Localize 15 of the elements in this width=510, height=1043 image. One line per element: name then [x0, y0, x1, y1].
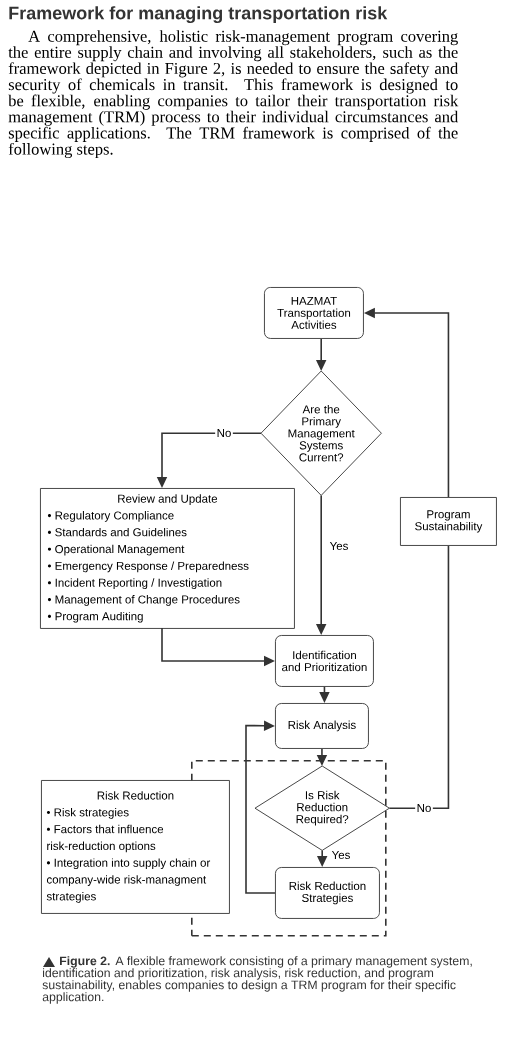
list-box: Review and Update • Regulatory Compliance • Standards and Guidelines • Operational Management • Emergency Response / Preparedness • Incident Reporting / Investigation • Management of Change Procedures • Program Auditing: [40, 488, 295, 629]
body-paragraph: A comprehensive, holistic risk-management program covering the entire supply chain and involving all stakeholders, such as the framework depicted in Figure 2, is needed to ensure the safety and security of chemicals in transit. This framework is designed to be flexible, enabling companies to tailor their transportation risk management (TRM) process to their individual circumstances and specific applications. The TRM framework is comprised of the following steps.: [8, 30, 459, 159]
process-box: HAZMAT Transportation Activities: [264, 287, 364, 339]
edge-label: No: [415, 802, 433, 814]
arrow: [245, 720, 276, 894]
process-box: Program Sustainability: [400, 497, 497, 546]
edge-label: Yes: [330, 849, 352, 861]
list-box: Risk Reduction • Risk strategies • Factors that influence risk-reduction options • Integration into supply chain or company-wide risk-managment strategies: [41, 780, 230, 914]
process-box: Identification and Prioritization: [275, 635, 374, 687]
heading: Framework for managing transportation risk: [9, 6, 388, 24]
edge-label: Yes: [328, 540, 350, 552]
process-box: Risk Analysis: [275, 703, 369, 749]
edge-label: No: [215, 427, 233, 439]
process-box: Risk Reduction Strategies: [275, 867, 380, 919]
figure-caption: Figure 2. A flexible framework consisting of a primary management system, identification and prioritization, risk analysis, risk reduction, and program sustainability, enables companies to design a TRM program for their specific application.: [42, 956, 472, 1004]
